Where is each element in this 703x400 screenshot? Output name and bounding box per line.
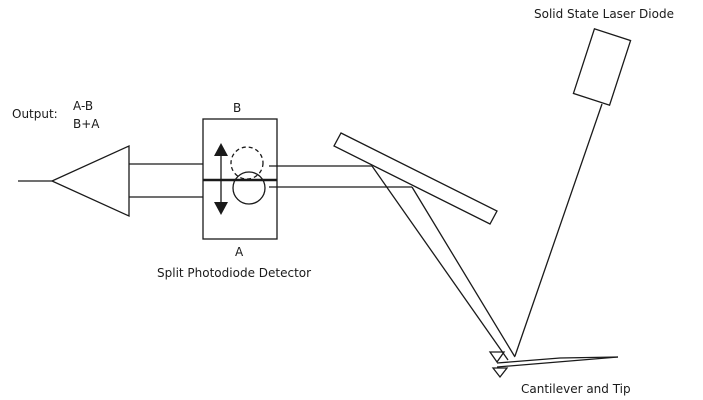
amplifier-triangle	[50, 144, 130, 218]
laser-beam-incident	[514, 103, 603, 357]
output-prefix-label: Output:	[12, 107, 58, 121]
detector-top-label: B	[233, 101, 241, 115]
beam-spot-dashed	[230, 146, 264, 180]
cantilever-tip-upper	[488, 351, 506, 364]
cantilever-beam	[496, 356, 619, 364]
beam-to-mirror-1	[411, 186, 516, 358]
detector-bottom-label: A	[235, 245, 244, 259]
detector-label: Split Photodiode Detector	[157, 266, 311, 280]
cantilever-beam-lower	[496, 356, 619, 368]
output-line2-label: B+A	[73, 117, 100, 131]
up-down-arrow-icon	[214, 143, 228, 215]
output-line1-label: A-B	[73, 99, 93, 113]
beam-spot	[232, 171, 266, 205]
cantilever-label: Cantilever and Tip	[521, 382, 631, 396]
laser-diode-label: Solid State Laser Diode	[534, 7, 674, 21]
cantilever-tip-lower	[491, 367, 509, 379]
mirror	[333, 132, 498, 225]
laser-diode-box	[572, 27, 632, 107]
beam-to-mirror-2	[371, 165, 509, 361]
